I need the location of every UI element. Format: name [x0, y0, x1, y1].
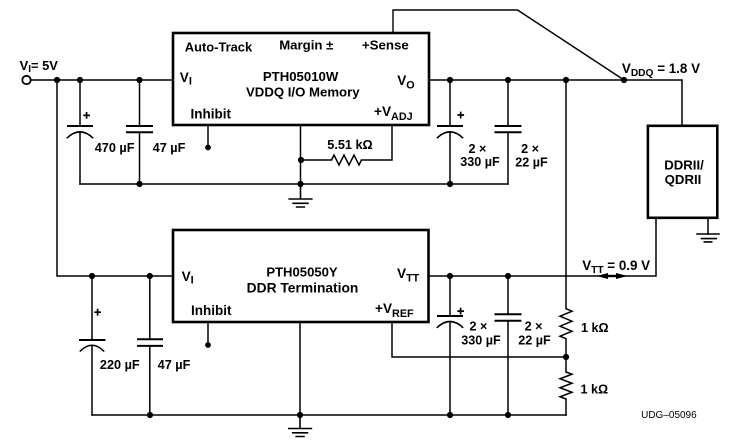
svg-text:VI= 5V: VI= 5V [20, 58, 59, 75]
svg-text:5.51 kΩ: 5.51 kΩ [327, 138, 372, 152]
svg-text:470 µF: 470 µF [95, 141, 135, 155]
svg-text:Inhibit: Inhibit [191, 106, 232, 121]
svg-text:Margin ±: Margin ± [279, 38, 333, 53]
svg-text:47 µF: 47 µF [153, 141, 186, 155]
svg-text:330 µF: 330 µF [461, 334, 501, 348]
svg-text:+Sense: +Sense [362, 38, 409, 53]
svg-text:QDRII: QDRII [665, 172, 702, 187]
svg-text:1 kΩ: 1 kΩ [581, 383, 609, 397]
svg-text:2 ×: 2 × [521, 142, 539, 156]
svg-text:Inhibit: Inhibit [191, 303, 232, 318]
svg-text:PTH05050Y: PTH05050Y [266, 265, 338, 280]
svg-text:DDRII/: DDRII/ [664, 158, 704, 173]
svg-text:2 ×: 2 × [468, 142, 486, 156]
svg-text:22 µF: 22 µF [518, 334, 551, 348]
svg-text:UDG–05096: UDG–05096 [641, 410, 697, 421]
svg-text:2 ×: 2 × [469, 319, 487, 333]
svg-text:1 kΩ: 1 kΩ [581, 321, 609, 335]
svg-text:2 ×: 2 × [525, 319, 543, 333]
svg-text:DDR Termination: DDR Termination [247, 280, 359, 295]
svg-text:220 µF: 220 µF [100, 358, 140, 372]
svg-text:330 µF: 330 µF [460, 155, 500, 169]
svg-text:Auto-Track: Auto-Track [185, 40, 253, 55]
svg-text:VDDQ I/O Memory: VDDQ I/O Memory [246, 85, 360, 100]
svg-text:22 µF: 22 µF [515, 156, 548, 170]
svg-text:PTH05010W: PTH05010W [263, 69, 339, 84]
svg-text:47 µF: 47 µF [158, 358, 191, 372]
